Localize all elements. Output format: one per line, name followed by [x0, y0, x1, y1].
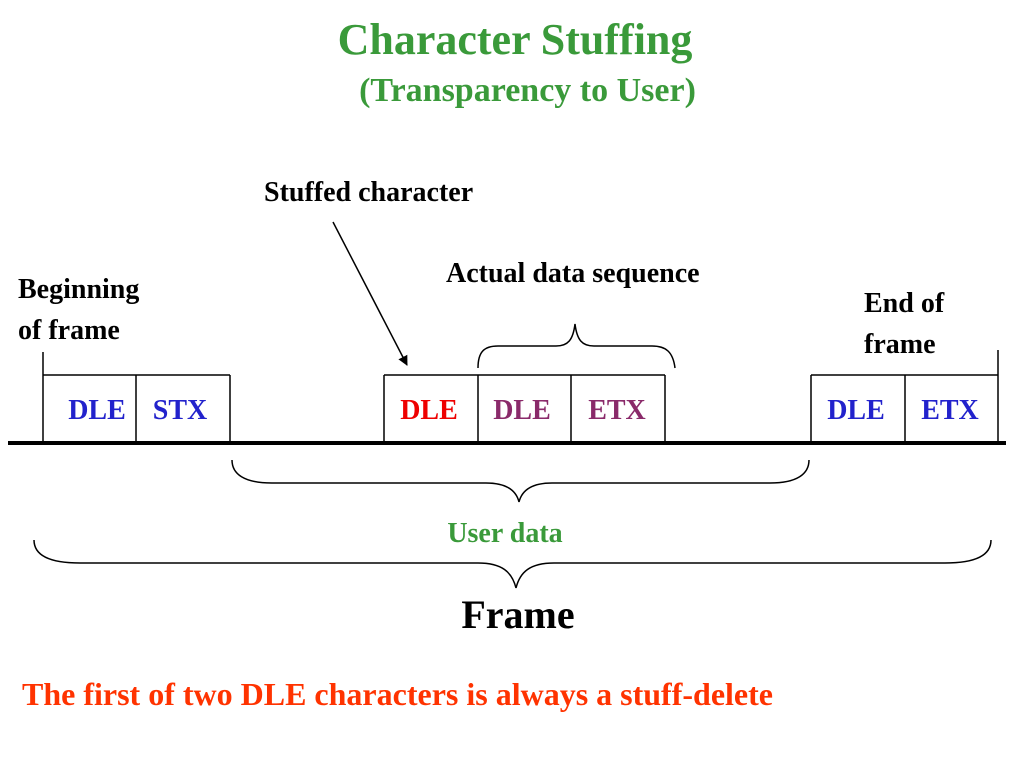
end-of-frame-line1: End of — [864, 288, 945, 319]
start-delimiter — [42, 352, 231, 441]
stuffed-character-label: Stuffed character — [264, 177, 474, 208]
end-delimiter — [810, 350, 999, 441]
end-of-frame-line2: frame — [864, 328, 936, 360]
user-data-brace — [231, 459, 810, 503]
cell-start-dle: DLE — [68, 395, 126, 426]
stuff-delete-note: The first of two DLE characters is alway… — [22, 676, 773, 712]
end-of-frame-label: End of frame — [864, 284, 944, 365]
actual-data-sequence-brace — [477, 323, 676, 369]
data-sequence-cells — [383, 374, 666, 441]
cell-start-stx: STX — [153, 395, 207, 426]
stuffed-character-arrow — [332, 221, 408, 366]
frame-brace — [33, 539, 992, 589]
cell-end-dle: DLE — [827, 395, 885, 426]
user-data-label: User data — [447, 518, 563, 549]
cell-data-etx: ETX — [588, 395, 646, 426]
beginning-of-frame-line1: Beginning — [18, 274, 140, 305]
frame-label: Frame — [461, 592, 575, 637]
beginning-of-frame-label: Beginning of frame — [18, 270, 139, 351]
page-subtitle: (Transparency to User) — [359, 72, 696, 109]
cell-stuffed-dle: DLE — [400, 395, 458, 426]
page-title: Character Stuffing — [337, 15, 693, 64]
cell-data-dle: DLE — [493, 395, 551, 426]
actual-data-sequence-label: Actual data sequence — [446, 258, 700, 289]
beginning-of-frame-line2: of frame — [18, 314, 120, 346]
cell-end-etx: ETX — [921, 395, 979, 426]
